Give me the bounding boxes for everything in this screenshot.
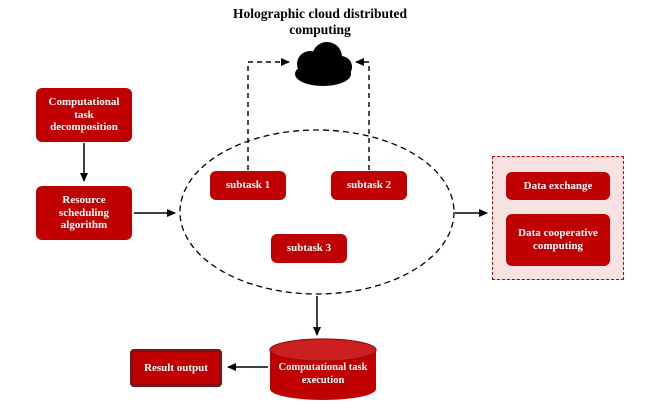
cloud-icon xyxy=(295,42,352,86)
node-result-output-label: Result output xyxy=(144,361,208,374)
node-resource-scheduling: Resource scheduling algorithm xyxy=(36,186,132,240)
node-task-decomposition: Computational task decomposition xyxy=(36,88,132,142)
node-subtask-2-label: subtask 2 xyxy=(346,179,392,192)
diagram-title: Holographic cloud distributed computing xyxy=(232,6,408,38)
node-subtask-1: subtask 1 xyxy=(210,171,286,200)
dashed-connector-subtask1-cloud xyxy=(247,58,290,170)
node-subtask-3: subtask 3 xyxy=(271,234,347,263)
node-resource-scheduling-label: Resource scheduling algorithm xyxy=(58,193,110,232)
node-subtask-3-label: subtask 3 xyxy=(286,242,332,255)
node-data-exchange: Data exchange xyxy=(506,172,610,200)
node-data-exchange-label: Data exchange xyxy=(523,179,593,192)
node-subtask-2: subtask 2 xyxy=(331,171,407,200)
node-task-execution-label: Computational task execution xyxy=(278,362,368,386)
dashed-connector-subtask2-cloud xyxy=(355,58,370,170)
node-subtask-1-label: subtask 1 xyxy=(225,179,271,192)
node-task-decomposition-label: Computational task decomposition xyxy=(48,95,120,134)
subtask-group-ellipse xyxy=(179,129,455,295)
node-data-cooperative-computing-label: Data cooperative computing xyxy=(518,227,598,252)
node-result-output: Result output xyxy=(130,349,222,387)
node-data-cooperative-computing: Data cooperative computing xyxy=(506,214,610,266)
